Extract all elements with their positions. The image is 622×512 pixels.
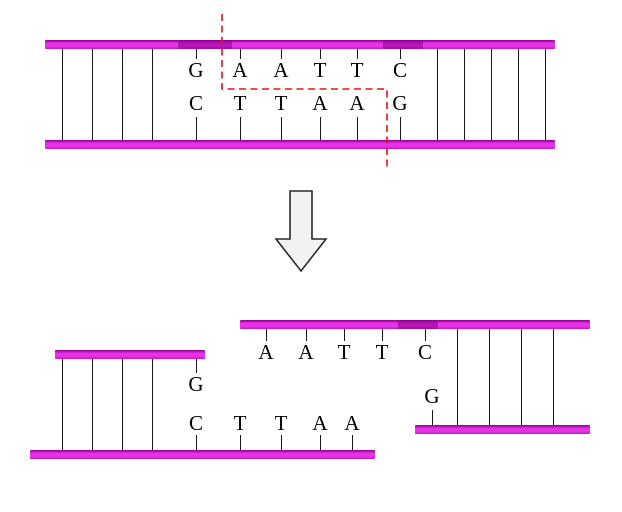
strand-tick xyxy=(400,49,402,59)
base-letter: G xyxy=(392,91,408,115)
base-letter: C xyxy=(417,340,433,364)
strand-tick xyxy=(432,410,434,425)
strand-tick xyxy=(352,435,354,450)
base-letter: G xyxy=(424,384,440,408)
strand-tick xyxy=(382,329,384,341)
base-letter: T xyxy=(274,411,288,435)
base-letter: A xyxy=(349,91,365,115)
strand-tick xyxy=(240,117,242,140)
base-letter: T xyxy=(313,58,327,82)
base-letter: C xyxy=(188,91,204,115)
strand-tick xyxy=(266,329,268,341)
base-letter: A xyxy=(258,340,274,364)
base-letter: A xyxy=(232,58,248,82)
top-backbone xyxy=(45,40,555,49)
base-pair-line xyxy=(464,49,466,140)
base-pair-line xyxy=(62,49,64,140)
strand-tick xyxy=(281,435,283,450)
base-letter: A xyxy=(298,340,314,364)
down-arrow-icon xyxy=(274,190,328,273)
base-letter: T xyxy=(375,340,389,364)
base-letter: A xyxy=(312,411,328,435)
strand-tick xyxy=(196,49,198,59)
strand-tick xyxy=(240,435,242,450)
base-letter: A xyxy=(312,91,328,115)
strand-tick xyxy=(320,117,322,140)
base-pair-line xyxy=(518,49,520,140)
backbone-shade xyxy=(398,320,438,329)
bottom-backbone xyxy=(45,140,555,149)
base-pair-line xyxy=(92,359,94,450)
strand-tick xyxy=(196,117,198,140)
base-letter: T xyxy=(274,91,288,115)
strand-tick xyxy=(196,435,198,450)
strand-tick xyxy=(281,117,283,140)
base-pair-line xyxy=(122,359,124,450)
bottom-backbone xyxy=(415,425,590,434)
base-pair-line xyxy=(92,49,94,140)
base-letter: A xyxy=(344,411,360,435)
base-pair-line xyxy=(553,329,555,425)
strand-tick xyxy=(425,329,427,341)
base-pair-line xyxy=(152,49,154,140)
strand-tick xyxy=(196,359,198,373)
backbone-shade xyxy=(178,40,232,49)
bottom-backbone xyxy=(30,450,375,459)
strand-tick xyxy=(320,435,322,450)
strand-tick xyxy=(344,329,346,341)
base-pair-line xyxy=(152,359,154,450)
strand-tick xyxy=(357,117,359,140)
base-letter: T xyxy=(233,91,247,115)
strand-tick xyxy=(400,117,402,140)
base-letter: A xyxy=(273,58,289,82)
base-pair-line xyxy=(457,329,459,425)
base-pair-line xyxy=(437,49,439,140)
base-pair-line xyxy=(489,329,491,425)
strand-tick xyxy=(306,329,308,341)
base-letter: T xyxy=(350,58,364,82)
backbone-shade xyxy=(383,40,423,49)
base-letter: G xyxy=(188,58,204,82)
base-letter: C xyxy=(188,411,204,435)
top-backbone xyxy=(55,350,205,359)
base-letter: T xyxy=(337,340,351,364)
base-pair-line xyxy=(491,49,493,140)
base-pair-line xyxy=(62,359,64,450)
base-letter: G xyxy=(188,372,204,396)
base-pair-line xyxy=(122,49,124,140)
base-pair-line xyxy=(521,329,523,425)
base-letter: C xyxy=(392,58,408,82)
base-pair-line xyxy=(545,49,547,140)
base-letter: T xyxy=(233,411,247,435)
